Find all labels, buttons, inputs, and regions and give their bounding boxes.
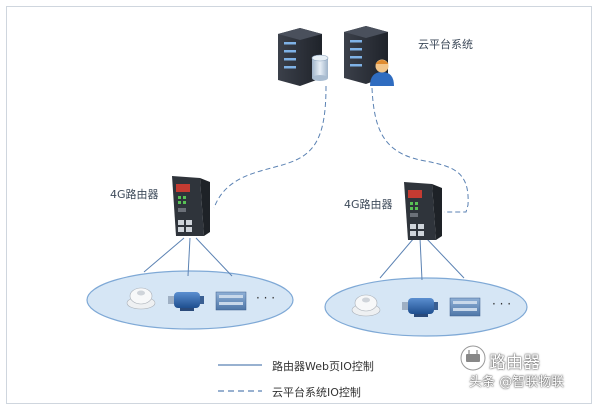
motor-icon-right (402, 298, 438, 317)
cloud-link-right (371, 87, 469, 213)
plc-icon-right (449, 297, 481, 317)
legend-dashed-label: 云平台系统IO控制 (272, 386, 361, 399)
diagram-frame (6, 6, 592, 404)
smoke-detector-icon-left (126, 287, 156, 310)
router-logo-icon (460, 345, 486, 371)
router-right-icon (404, 182, 442, 240)
watermark: 路由器 头条 @智联物联 (455, 344, 579, 390)
router-right-device-links (379, 237, 465, 281)
legend-solid-label: 路由器Web页IO控制 (272, 360, 374, 373)
cloud-link-left (213, 85, 327, 209)
smoke-detector-icon-right (351, 294, 381, 317)
router-right-label: 4G路由器 (344, 198, 393, 211)
ellipsis-left: · · · (256, 291, 276, 305)
watermark-brand: 路由器 (489, 353, 540, 373)
ellipsis-right: · · · (492, 297, 512, 311)
user-server-icon (344, 26, 394, 86)
cloud-platform-label: 云平台系统 (418, 38, 473, 51)
plc-icon-left (215, 291, 247, 311)
router-left-device-links (143, 237, 233, 277)
motor-icon-left (168, 292, 204, 311)
database-cylinder-icon (311, 54, 329, 81)
database-server-icon (278, 28, 329, 86)
router-left-icon (172, 176, 210, 236)
watermark-credit: 头条 @智联物联 (469, 375, 565, 390)
user-avatar-icon (370, 59, 394, 86)
router-left-label: 4G路由器 (110, 188, 159, 201)
